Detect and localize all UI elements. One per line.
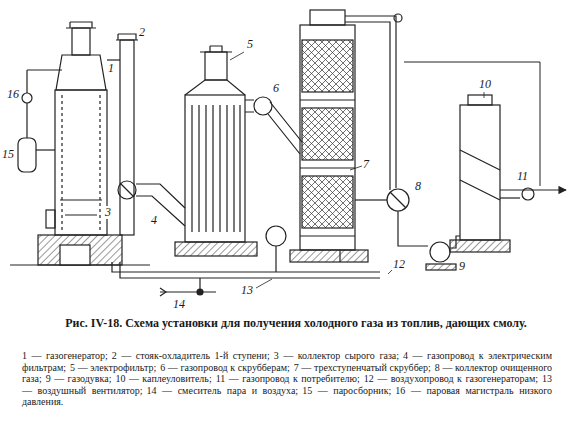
callout-number: 1 xyxy=(107,62,115,75)
legend-entry: 10 — каплеуловитель; xyxy=(115,373,211,384)
standpipe-cooler xyxy=(107,34,138,235)
legend-entry: 12 — воздухопровод к газогенераторам; xyxy=(364,373,538,384)
clean-gas-pipe xyxy=(340,14,428,262)
legend-entry: 1 — газогенератор; xyxy=(22,350,108,361)
callout-number: 7 xyxy=(362,158,370,171)
callout-number: 9 xyxy=(458,260,466,273)
callout-number: 2 xyxy=(138,26,146,39)
figure-caption: Рис. IV-18. Схема установки для получени… xyxy=(56,316,536,330)
callout-number: 12 xyxy=(392,258,406,271)
legend-text: 1 — газогенератор; 2 — стояк-охладитель 1… xyxy=(22,350,552,408)
callout-number: 4 xyxy=(150,214,158,227)
legend-entry: 6 — газопровод к скрубберам; xyxy=(160,362,290,373)
gas-generator xyxy=(46,22,107,235)
legend-entry: 3 — коллектор сырого газа; xyxy=(274,350,399,361)
callout-number: 13 xyxy=(240,284,254,297)
callout-number: 8 xyxy=(414,180,422,193)
callout-number: 14 xyxy=(172,298,186,311)
legend-entry: 5 — электрофильтр; xyxy=(70,362,156,373)
leader-lines xyxy=(230,52,484,288)
consumer-pipe xyxy=(404,62,566,200)
callout-number: 15 xyxy=(1,148,15,161)
droplet-separator xyxy=(460,95,500,240)
scrubber xyxy=(300,10,355,250)
gas-duct xyxy=(136,184,185,226)
foundations xyxy=(10,235,510,270)
legend-entry: 2 — стояк-охладитель 1-й ступени; xyxy=(112,350,270,361)
callout-number: 5 xyxy=(246,38,254,51)
legend-entry: 14 — смеситель пара и воздуха; xyxy=(147,385,299,396)
electrofilter xyxy=(185,46,245,242)
legend-entry: 15 — паросборник; xyxy=(302,385,391,396)
air-pipe xyxy=(112,226,380,296)
callout-number: 6 xyxy=(272,82,280,95)
gas-duct xyxy=(245,97,302,154)
callout-number: 3 xyxy=(104,206,112,219)
legend-entry: 11 — газопровод к потребителю; xyxy=(216,373,360,384)
gas-blower xyxy=(430,236,460,262)
callout-number: 11 xyxy=(516,170,529,183)
callout-number: 16 xyxy=(6,88,20,101)
callout-number: 10 xyxy=(478,78,492,91)
legend-entry: 9 — газодувка; xyxy=(46,373,112,384)
legend-entry: 7 — трехступенчатый скруббер; xyxy=(294,362,431,373)
steam-drum xyxy=(18,70,62,172)
